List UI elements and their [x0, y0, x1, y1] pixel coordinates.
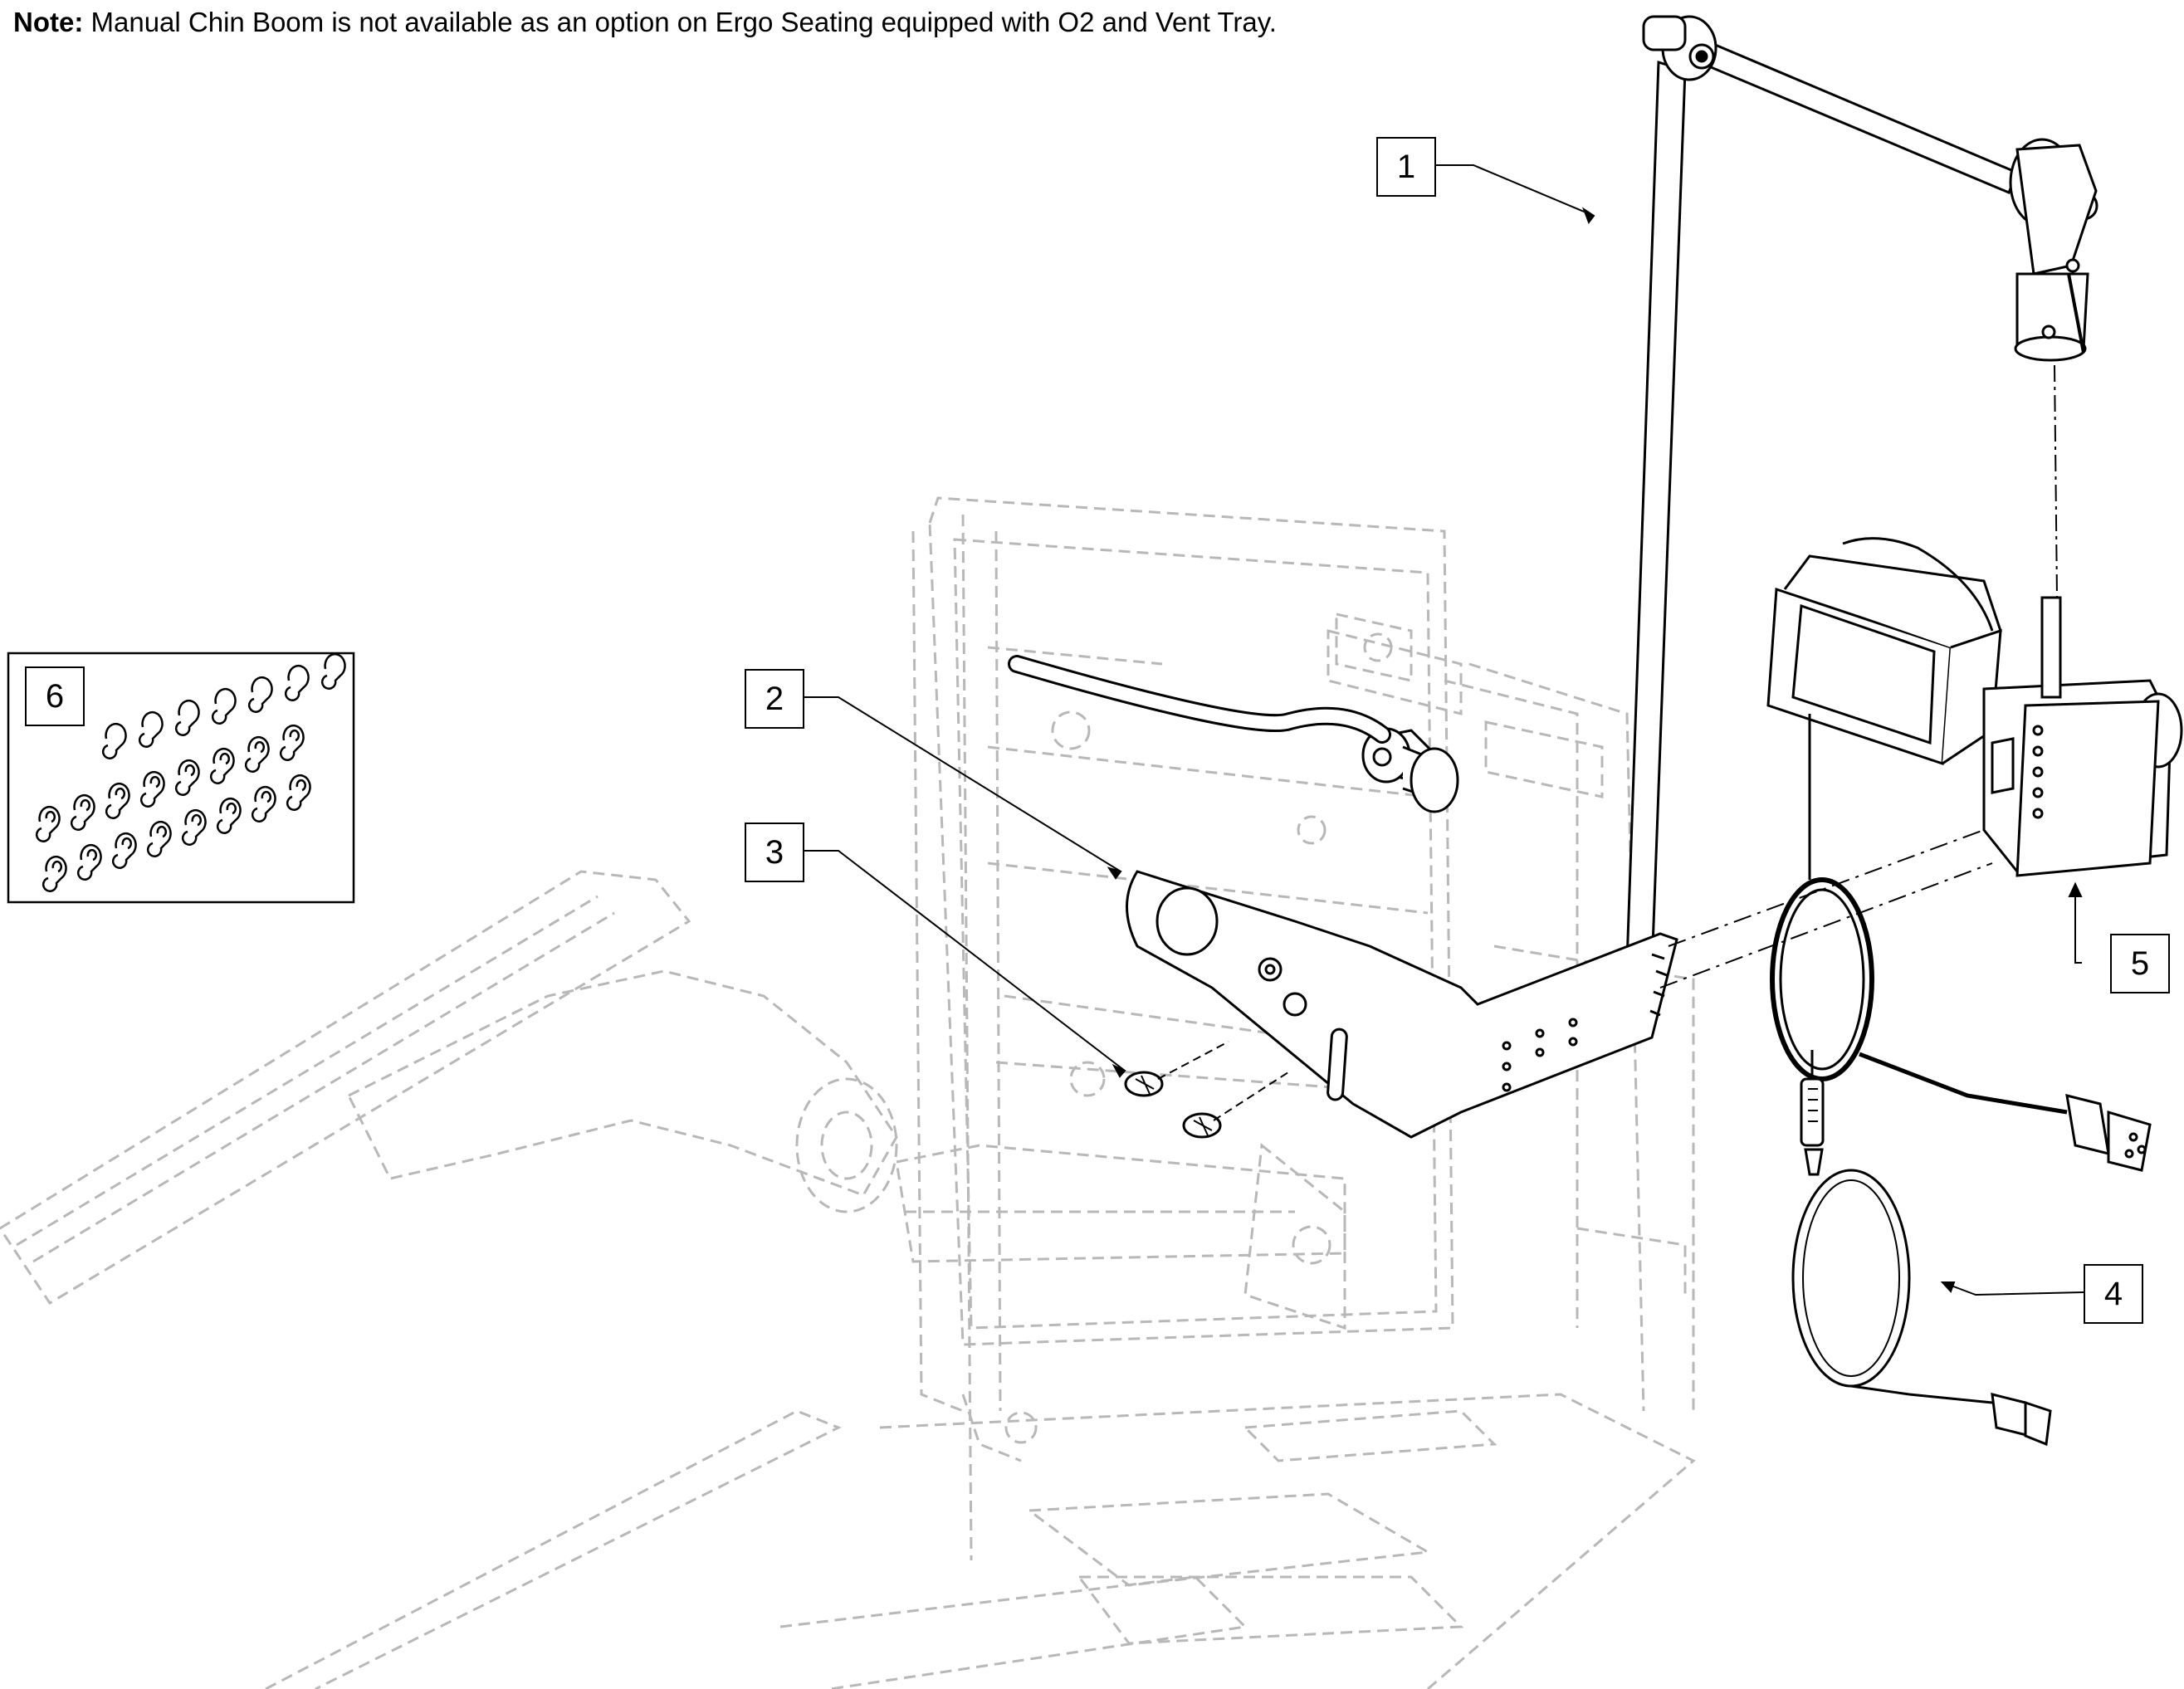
cable-clip-icon-detail	[149, 775, 161, 788]
cable-clip-icon	[252, 785, 276, 823]
cable-clip-icon-detail	[296, 779, 307, 792]
cable-clip-icon	[286, 774, 311, 811]
cable-clip-icon	[182, 808, 207, 846]
callout-leaders	[801, 164, 2084, 1296]
callout-1: 1	[1376, 137, 1436, 197]
cable-clip-icon-detail	[191, 813, 203, 827]
note-label: Note:	[13, 7, 84, 37]
dashdot-leader-5	[2054, 364, 2058, 598]
callout-3: 3	[745, 823, 804, 882]
mount-bracket	[1126, 870, 1678, 1139]
cable-clip-icon	[245, 735, 270, 773]
cable-clip-icon-detail	[226, 802, 237, 815]
cable-clip-icon	[217, 797, 242, 834]
cable-clip-icon	[210, 747, 235, 784]
bracket-to-module-leaders	[1659, 829, 1993, 989]
clip-array	[36, 652, 346, 892]
cable-clip-icon	[42, 855, 67, 892]
cable-clip-icon	[71, 793, 95, 831]
cable-clip-icon	[285, 664, 310, 701]
callout-2: 2	[745, 669, 804, 729]
cable-clip-icon	[175, 759, 200, 796]
cable-clip-icon	[212, 687, 237, 725]
cable-clip-icon-detail	[51, 860, 63, 873]
cable-clip-icon-detail	[219, 752, 231, 765]
cable-clip-icon	[105, 782, 130, 819]
cable-clip-icon	[248, 676, 273, 713]
hardware-screws	[1124, 1041, 1292, 1139]
note-text: Manual Chin Boom is not available as an …	[90, 7, 1277, 37]
switch-module	[1766, 537, 2183, 1172]
cable-clip-icon-detail	[86, 848, 98, 862]
callout-6: 6	[25, 666, 85, 726]
cable-clip-icon-detail	[45, 810, 56, 823]
callout-5: 5	[2110, 934, 2170, 993]
cable-clip-icon	[280, 724, 305, 761]
cable-clip-icon-detail	[261, 790, 272, 803]
chin-boom-rod	[1008, 15, 2098, 971]
cable-clip-icon	[140, 770, 165, 808]
diagram-note: Note: Manual Chin Boom is not available …	[13, 7, 1277, 38]
cable-clip-icon	[321, 652, 346, 690]
cable-clip-icon-detail	[289, 729, 300, 742]
cable-clip-icon	[175, 699, 200, 736]
cable-clip-icon	[112, 832, 137, 869]
wheelchair-seat-frame-ghost	[0, 496, 1696, 1689]
cable-clip-icon	[36, 805, 61, 842]
cable-clip-icon-detail	[184, 764, 196, 777]
cable-clip-icon-detail	[121, 837, 133, 850]
cable-clip-icon	[102, 722, 127, 759]
callout-4: 4	[2084, 1264, 2143, 1324]
cable-clip-icon-detail	[156, 825, 168, 838]
cable-clip-icon-detail	[115, 787, 126, 800]
mono-jack-cable	[1791, 1050, 2052, 1447]
cable-clip-icon	[77, 843, 102, 881]
cable-clip-icon	[139, 710, 164, 748]
cable-clip-icon-detail	[254, 740, 266, 754]
cable-clip-icon-detail	[80, 798, 91, 812]
cable-clip-icon	[147, 820, 172, 857]
